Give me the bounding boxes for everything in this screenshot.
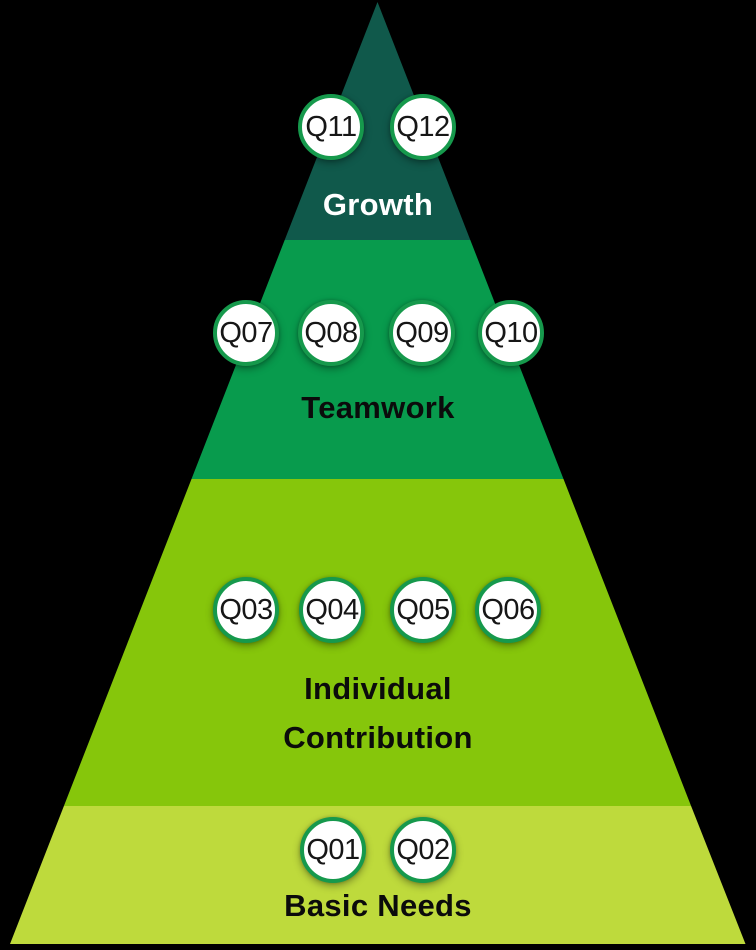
question-badge-q08[interactable]: Q08 bbox=[298, 300, 364, 366]
level-label-individual-contribution: Individual Contribution bbox=[283, 664, 473, 762]
question-badge-q09[interactable]: Q09 bbox=[389, 300, 455, 366]
question-badge-q04[interactable]: Q04 bbox=[299, 577, 365, 643]
level-individual-contribution bbox=[63, 479, 692, 806]
label-line-individual: Individual bbox=[304, 671, 452, 706]
question-badge-q02[interactable]: Q02 bbox=[390, 817, 456, 883]
question-badge-q03[interactable]: Q03 bbox=[213, 577, 279, 643]
question-badge-q10[interactable]: Q10 bbox=[478, 300, 544, 366]
question-badge-q07[interactable]: Q07 bbox=[213, 300, 279, 366]
question-badge-q05[interactable]: Q05 bbox=[390, 577, 456, 643]
question-badge-q06[interactable]: Q06 bbox=[475, 577, 541, 643]
question-badge-q12[interactable]: Q12 bbox=[390, 94, 456, 160]
label-line-contribution: Contribution bbox=[283, 720, 473, 755]
level-label-growth: Growth bbox=[322, 187, 434, 222]
level-basic-needs bbox=[10, 806, 746, 944]
level-growth bbox=[284, 2, 471, 240]
question-badge-q01[interactable]: Q01 bbox=[300, 817, 366, 883]
question-badge-q11[interactable]: Q11 bbox=[298, 94, 364, 160]
level-label-teamwork: Teamwork bbox=[301, 390, 455, 425]
level-teamwork bbox=[191, 240, 564, 479]
level-label-basic-needs: Basic Needs bbox=[284, 888, 472, 923]
